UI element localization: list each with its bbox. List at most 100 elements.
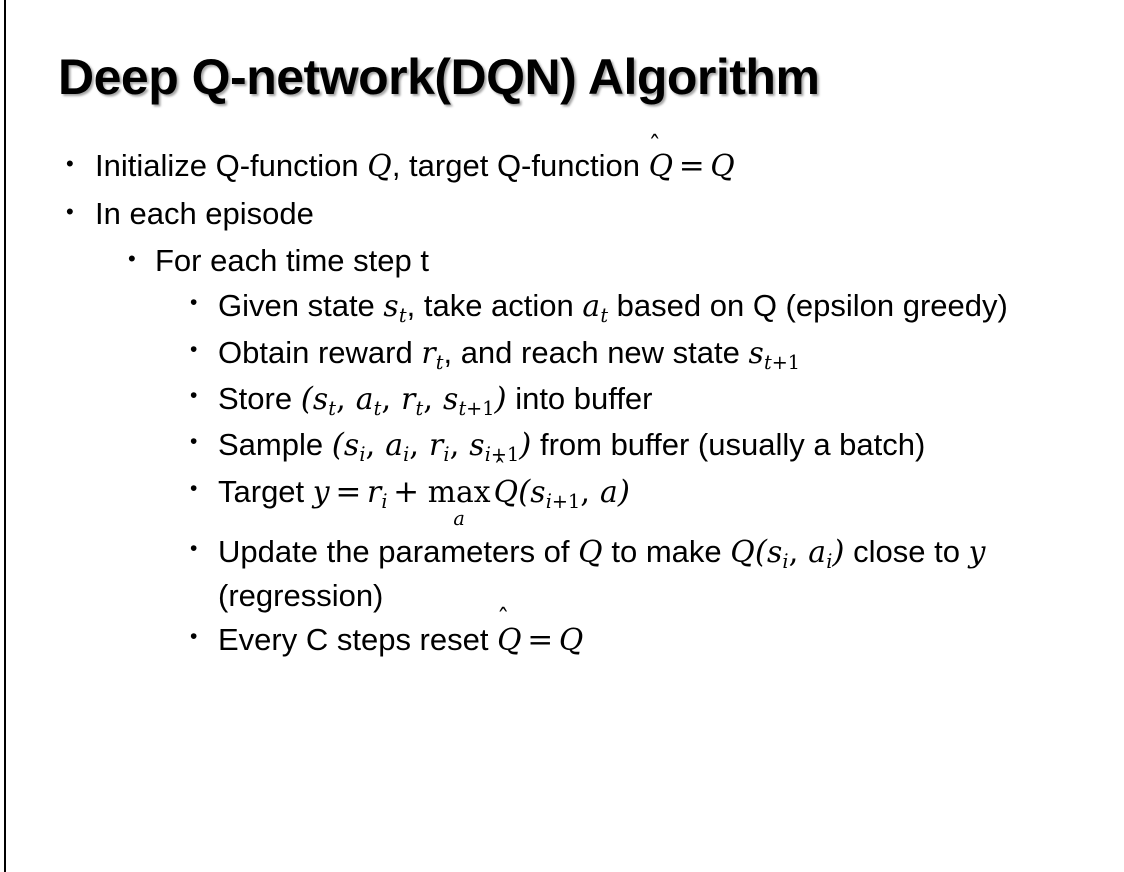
math-symbol-a: a [808, 535, 827, 571]
bullet-dot-icon: • [190, 476, 198, 500]
math-symbol-q: Q [578, 535, 603, 571]
math-symbol-q: Q [367, 149, 392, 184]
bullet-dot-icon: • [190, 337, 198, 361]
math-subscript-t: t [373, 396, 382, 420]
math-paren-open: ( [300, 380, 313, 417]
math-operator-plus: + [393, 473, 420, 510]
math-symbol-q2: Q [710, 149, 735, 184]
math-separator: , [580, 473, 600, 510]
bullet-store-transition: • Store (st, at, rt, st+1) into buffer [0, 378, 1124, 421]
math-separator: , [449, 427, 470, 464]
math-symbol-a: a [385, 428, 404, 464]
math-symbol-r: r [401, 381, 416, 417]
math-symbol-q-base: Q [497, 622, 522, 658]
bullet-obtain-reward: • Obtain reward rt, and reach new state … [0, 332, 1124, 375]
math-symbol-a: a [599, 474, 618, 510]
math-symbol-s: s [530, 474, 546, 510]
bullet-given-state: • Given state st, take action at based o… [0, 285, 1124, 328]
math-subscript-i: i [403, 442, 410, 466]
bullet-in-each-episode: • In each episode [0, 194, 1124, 234]
math-symbol-s-next: s [442, 381, 459, 417]
math-symbol-q-hat: ̂Q [649, 146, 674, 187]
text-fragment: (regression) [218, 577, 384, 613]
bullet-for-each-time-step-text: For each time step t [155, 242, 429, 278]
text-fragment: based on Q (epsilon greedy) [608, 288, 1008, 324]
math-subscript-i: i [826, 550, 833, 574]
math-separator: , [409, 427, 429, 464]
text-fragment: from buffer (usually a batch) [531, 427, 926, 463]
math-symbol-s: s [383, 289, 399, 325]
math-symbol-s: s [312, 381, 329, 417]
subscript-offset: +1 [771, 350, 800, 374]
math-symbol-s-next: s [469, 428, 485, 464]
bullet-reset-target-network: • Every C steps reset ̂Q=Q [0, 619, 1124, 661]
math-subscript-t-plus-1: t+1 [458, 397, 494, 420]
bullet-dot-icon: • [190, 291, 198, 315]
text-fragment: Initialize Q-function [95, 148, 368, 183]
math-symbol-a: a [355, 381, 374, 417]
math-separator: , [788, 534, 809, 571]
math-paren-close: ) [617, 473, 630, 510]
bullet-in-each-episode-text: In each episode [95, 195, 314, 231]
math-operator-equals: = [335, 473, 362, 510]
text-fragment: , target Q-function [391, 148, 649, 183]
text-fragment: Update the parameters of [218, 534, 579, 570]
math-subscript-i: i [381, 489, 388, 513]
math-symbol-q2: Q [730, 535, 755, 571]
math-subscript-i: i [359, 442, 366, 466]
math-symbol-s: s [343, 428, 360, 464]
bullet-dot-icon: • [66, 151, 74, 176]
math-symbol-q-hat: ̂Q [494, 471, 519, 513]
subscript-index: t [458, 396, 467, 420]
math-symbol-q-hat: ̂Q [497, 619, 522, 661]
subscript-index: i [545, 489, 552, 513]
math-subscript-i-plus-1: i+1 [546, 489, 580, 512]
bullet-target-equation: • Target y=ri+maxâQ(si+1, a) [0, 471, 1124, 529]
text-fragment: Given state [218, 288, 384, 324]
subscript-index: i [484, 442, 491, 466]
math-paren-open: ( [331, 427, 344, 464]
math-subscript-t: t [328, 396, 337, 420]
math-symbol-q-base: Q [648, 149, 674, 184]
math-separator: , [365, 427, 386, 464]
text-fragment: Store [218, 380, 301, 416]
text-fragment: to make [602, 534, 731, 570]
bullet-dot-icon: • [190, 430, 198, 454]
math-subscript-t: t [398, 304, 407, 328]
text-fragment: Obtain reward [218, 334, 422, 370]
bullet-dot-icon: • [66, 198, 74, 224]
bullet-reset-target-network-text: Every C steps reset ̂Q=Q [218, 619, 1104, 661]
bullet-sample-batch-text: Sample (si, ai, ri, si+1) from buffer (u… [218, 424, 1104, 467]
bullet-dot-icon: • [190, 383, 198, 407]
bullet-sample-batch: • Sample (si, ai, ri, si+1) from buffer … [0, 424, 1124, 467]
math-subscript-i-plus-1: i+1 [485, 443, 519, 466]
subscript-offset: +1 [551, 489, 581, 513]
math-symbol-y: y [312, 474, 330, 510]
bullet-dot-icon: • [128, 245, 136, 271]
page-title: Deep Q-network(DQN) Algorithm [58, 49, 820, 105]
subscript-index: t [763, 350, 772, 374]
bullet-dot-icon: • [190, 537, 198, 561]
math-symbol-s: s [766, 535, 783, 571]
text-fragment: , take action [406, 288, 583, 324]
bullet-update-parameters: • Update the parameters of Q to make Q(s… [0, 531, 1124, 616]
text-fragment: into buffer [506, 380, 653, 416]
math-subscript-i: i [782, 550, 789, 574]
math-symbol-r: r [429, 428, 444, 464]
math-symbol-r: r [421, 335, 436, 371]
math-separator: , [336, 380, 356, 417]
math-paren-close: ) [494, 380, 507, 417]
math-subscript-t: t [415, 396, 424, 420]
math-subscript-t-plus-1: t+1 [764, 350, 800, 373]
math-symbol-a: a [582, 289, 601, 325]
text-fragment: close to [844, 534, 969, 570]
math-operator-equals: = [527, 621, 554, 658]
left-edge-rule [4, 0, 6, 872]
bullet-for-each-time-step: • For each time step t [0, 241, 1124, 281]
bullet-obtain-reward-text: Obtain reward rt, and reach new state st… [218, 332, 1104, 375]
math-symbol-q: Q [558, 622, 584, 658]
math-operator-equals: = [678, 148, 705, 184]
bullet-target-equation-text: Target y=ri+maxâQ(si+1, a) [218, 471, 1104, 529]
